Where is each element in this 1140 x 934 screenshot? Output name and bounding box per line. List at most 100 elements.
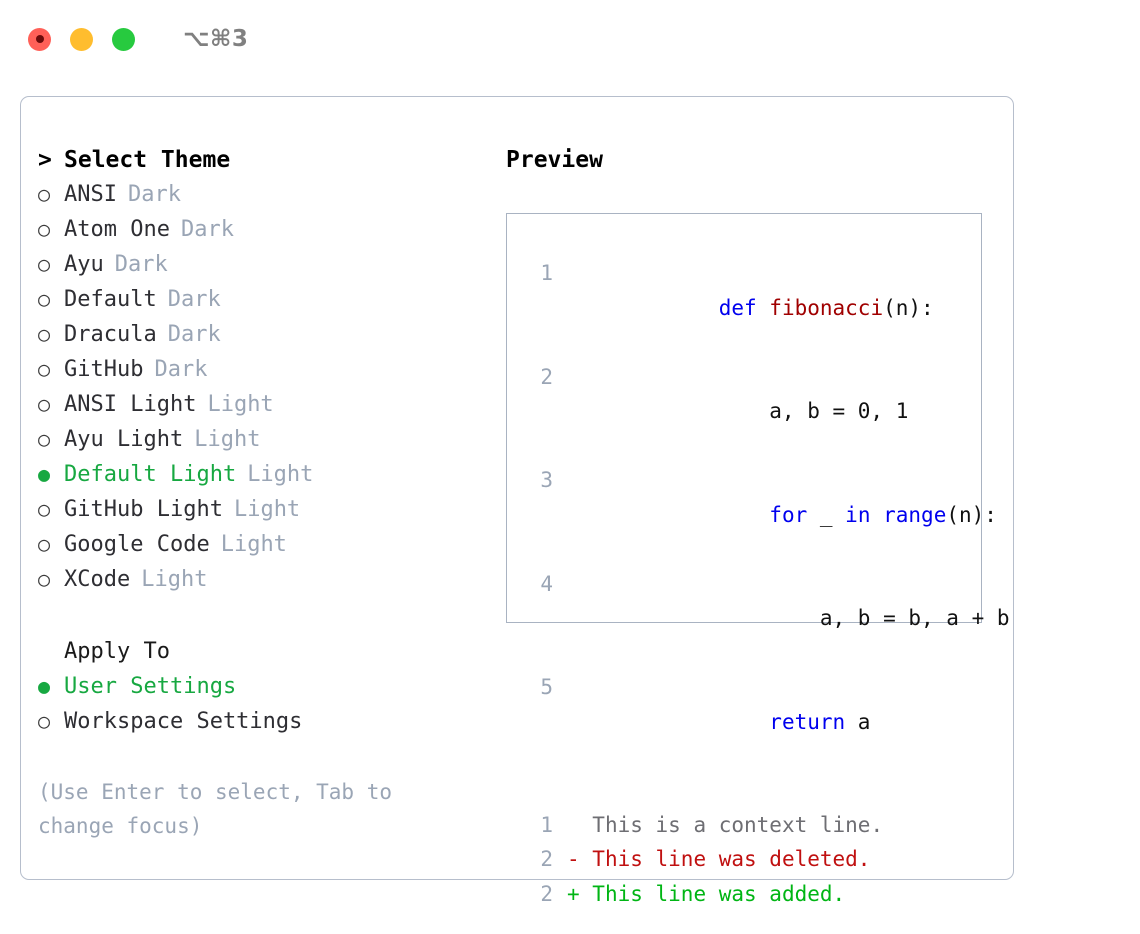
diff-text: This line was added. <box>592 881 846 906</box>
radio-unselected-icon: ○ <box>38 217 51 241</box>
code-content: a, b = 0, 1 <box>567 360 908 464</box>
code-token-builtin: range <box>883 502 947 527</box>
diff-line-context: 1 This is a context line. <box>521 808 981 843</box>
code-line: 1 def fibonacci(n): <box>521 256 981 360</box>
radio-unselected-icon: ○ <box>38 427 51 451</box>
line-number: 2 <box>540 364 553 389</box>
code-line: 5 return a <box>521 670 981 774</box>
apply-to-group: Apply To ● User Settings ○ Workspace Set… <box>38 635 491 739</box>
radio-unselected-icon: ○ <box>38 532 51 556</box>
apply-to-option-workspace-settings[interactable]: ○ Workspace Settings <box>38 704 491 739</box>
theme-label: GitHub <box>64 357 144 382</box>
theme-item-github-light[interactable]: ○ GitHub Light Light <box>38 492 491 527</box>
diff-line-added: 2 + This line was added. <box>521 877 981 912</box>
theme-item-google-code[interactable]: ○ Google Code Light <box>38 527 491 562</box>
line-number: 4 <box>540 571 553 596</box>
diff-marker: - <box>567 847 593 871</box>
preview-heading: Preview <box>506 147 603 173</box>
theme-label: Atom One <box>64 217 170 242</box>
code-blank-line <box>521 774 981 808</box>
theme-item-default-dark[interactable]: ○ Default Dark <box>38 282 491 317</box>
maximize-window-button[interactable] <box>112 27 135 51</box>
theme-label: Default Light <box>64 462 237 487</box>
theme-label: XCode <box>64 567 131 592</box>
theme-mode-tag: Dark <box>167 322 221 347</box>
radio-unselected-icon: ○ <box>38 392 51 416</box>
code-token-punctuation: (n): <box>946 502 997 527</box>
preview-box: 1 def fibonacci(n): 2 a, b = 0, 1 3 for … <box>506 213 1010 906</box>
theme-item-ayu-light[interactable]: ○ Ayu Light Light <box>38 422 491 457</box>
window-titlebar: ⌥⌘3 <box>0 0 1140 78</box>
theme-list[interactable]: ○ ANSI Dark ○ Atom One Dark ○ Ayu Dark ○… <box>38 177 491 597</box>
diff-text: This line was deleted. <box>592 847 871 871</box>
theme-mode-tag: Dark <box>167 287 221 312</box>
code-content: return a <box>567 670 870 774</box>
apply-to-option-user-settings[interactable]: ● User Settings <box>38 669 491 704</box>
theme-selector-column: > Select Theme ○ ANSI Dark ○ Atom One Da… <box>21 143 491 879</box>
line-number: 2 <box>540 847 553 871</box>
close-window-button[interactable] <box>28 27 51 51</box>
code-token-plain <box>719 503 770 527</box>
theme-item-ansi-dark[interactable]: ○ ANSI Dark <box>38 177 491 212</box>
theme-label: Google Code <box>64 532 210 557</box>
line-number: 3 <box>540 468 553 492</box>
theme-mode-tag: Light <box>220 532 287 557</box>
preview-column: Preview 1 def fibonacci(n): 2 a, b = 0, … <box>491 143 1013 906</box>
apply-to-heading: Apply To <box>64 639 170 664</box>
diff-marker <box>567 808 592 843</box>
code-line: 3 for _ in range(n): <box>521 463 997 567</box>
code-token-function: fibonacci <box>769 295 884 320</box>
theme-item-ansi-light[interactable]: ○ ANSI Light Light <box>38 387 491 422</box>
theme-label: Ayu Light <box>64 427 184 452</box>
keyboard-shortcut-label: ⌥⌘3 <box>183 26 249 52</box>
theme-label: Dracula <box>64 322 157 347</box>
theme-item-default-light[interactable]: ● Default Light Light <box>38 457 491 492</box>
radio-unselected-icon: ○ <box>38 252 51 276</box>
theme-label: GitHub Light <box>64 497 223 522</box>
diff-marker: + <box>567 881 593 906</box>
radio-unselected-icon: ○ <box>38 287 51 311</box>
code-line: 4 a, b = b, a + b <box>521 567 1009 671</box>
theme-mode-tag: Light <box>233 497 301 522</box>
radio-selected-icon: ● <box>38 462 51 486</box>
close-icon <box>35 35 44 43</box>
code-line: 2 a, b = 0, 1 <box>521 360 981 464</box>
theme-item-xcode[interactable]: ○ XCode Light <box>38 562 491 597</box>
traffic-lights <box>28 27 135 51</box>
line-number: 2 <box>540 881 553 906</box>
code-token-plain: a, b = b, a + b <box>718 606 1010 630</box>
code-token-keyword: in <box>845 502 871 527</box>
radio-unselected-icon: ○ <box>38 182 51 206</box>
theme-label: ANSI <box>64 182 117 207</box>
theme-mode-tag: Dark <box>127 182 181 207</box>
radio-unselected-icon: ○ <box>38 567 51 591</box>
theme-item-atom-one-dark[interactable]: ○ Atom One Dark <box>38 212 491 247</box>
code-content: a, b = b, a + b <box>567 567 1010 671</box>
theme-mode-tag: Dark <box>154 357 208 382</box>
radio-unselected-icon: ○ <box>38 322 51 346</box>
code-token-plain <box>719 710 770 734</box>
code-content: for _ in range(n): <box>567 463 997 567</box>
theme-mode-tag: Dark <box>114 252 168 277</box>
radio-unselected-icon: ○ <box>38 357 51 381</box>
theme-mode-tag: Light <box>141 567 208 592</box>
theme-label: ANSI Light <box>64 392 197 417</box>
minimize-window-button[interactable] <box>70 27 93 51</box>
theme-item-ayu-dark[interactable]: ○ Ayu Dark <box>38 247 491 282</box>
theme-item-github-dark[interactable]: ○ GitHub Dark <box>38 352 491 387</box>
code-token-plain: a, b = 0, 1 <box>718 399 909 423</box>
theme-label: Ayu <box>64 252 104 277</box>
radio-unselected-icon: ○ <box>38 497 51 521</box>
select-theme-title: Select Theme <box>64 147 231 173</box>
apply-to-label: Workspace Settings <box>64 709 303 734</box>
apply-to-label: User Settings <box>64 674 237 699</box>
theme-mode-tag: Dark <box>180 217 234 242</box>
theme-mode-tag: Light <box>194 427 261 452</box>
code-token-plain <box>870 503 883 527</box>
theme-item-dracula-dark[interactable]: ○ Dracula Dark <box>38 317 491 352</box>
code-token-keyword: def <box>718 295 770 320</box>
code-token-keyword: for <box>769 502 808 527</box>
diff-text: This is a context line. <box>592 812 884 837</box>
theme-mode-tag: Light <box>207 392 274 417</box>
theme-mode-tag: Light <box>247 462 314 487</box>
